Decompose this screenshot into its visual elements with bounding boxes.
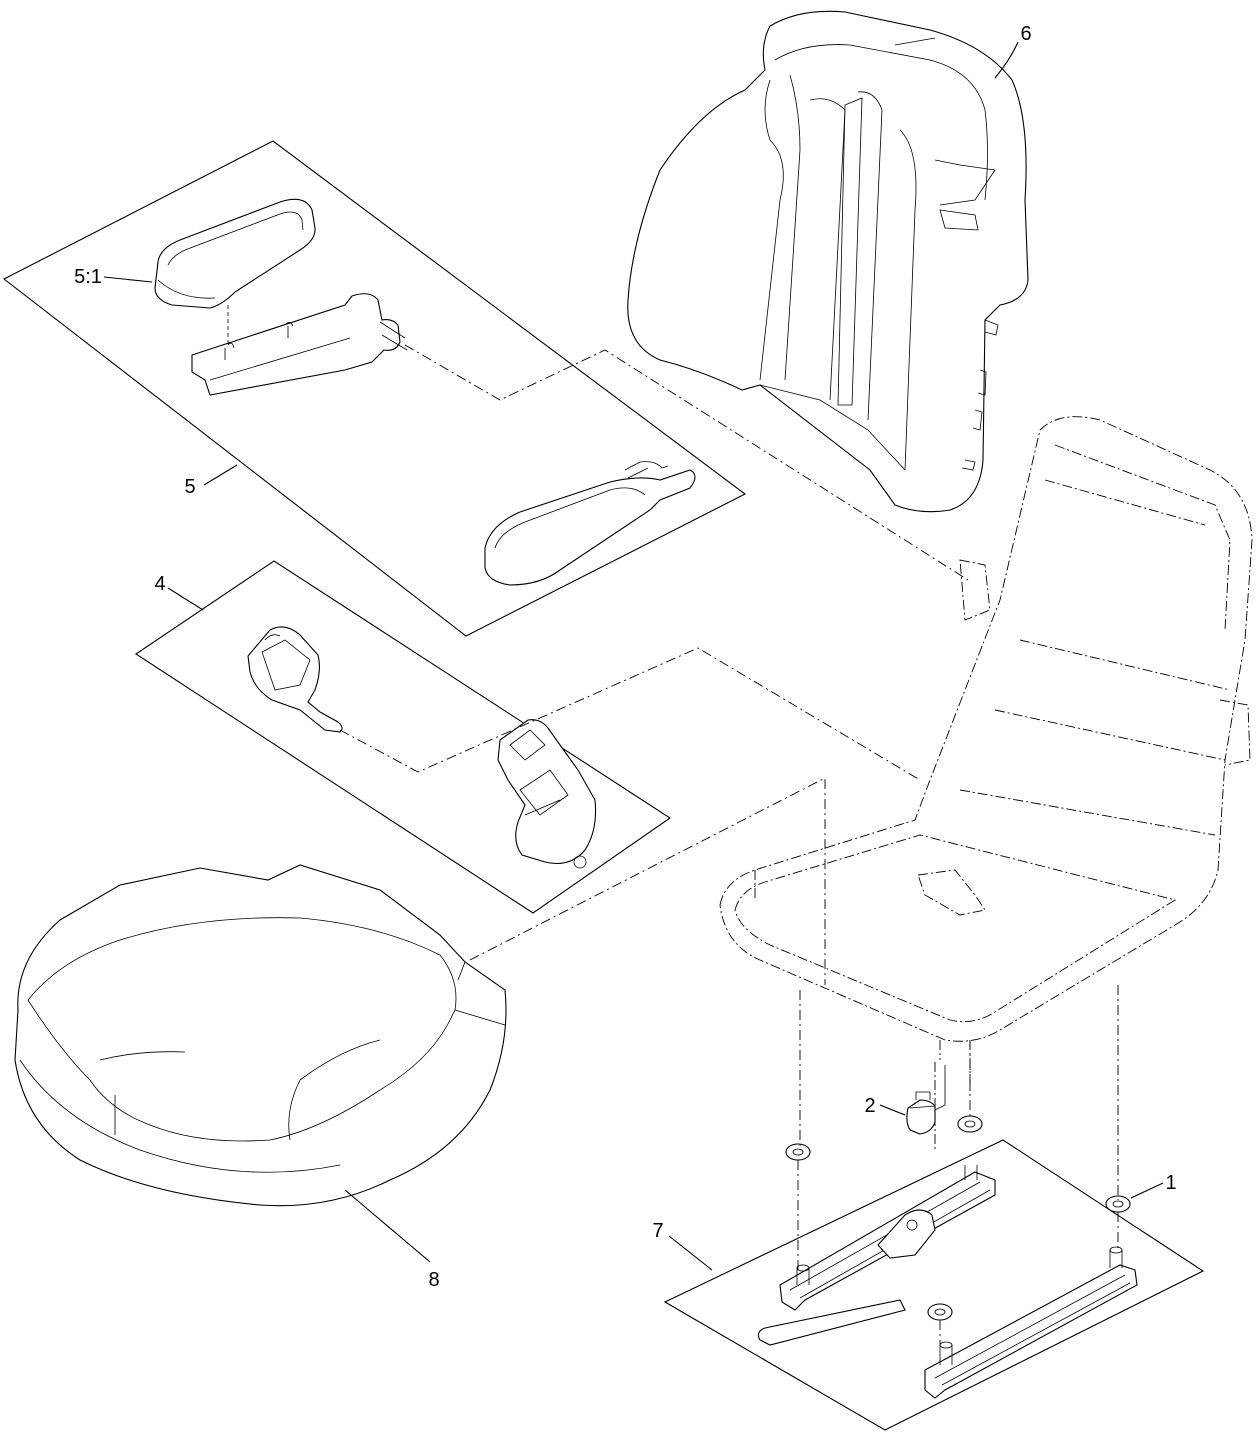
seat-frame-icon	[719, 416, 1253, 1150]
callout-1: 1	[1165, 1172, 1176, 1194]
armrest-bracket-left	[191, 293, 408, 396]
callout-2: 2	[864, 1095, 875, 1117]
armrest-pad-icon	[154, 198, 316, 309]
assembly-lines	[339, 344, 1119, 1345]
callout-7: 7	[652, 1220, 663, 1242]
backrest-cushion-icon	[627, 10, 1029, 513]
callout-4: 4	[154, 573, 165, 595]
seat-belt-buckle-icon	[497, 719, 597, 869]
seat-belt-kit-frame	[135, 560, 671, 914]
callout-6: 6	[1020, 23, 1031, 45]
leader-lines	[103, 41, 1164, 1271]
callout-5: 5	[184, 476, 195, 498]
slide-rail-kit-frame	[663, 1139, 1205, 1431]
armrest-kit-frame	[2, 140, 747, 637]
slide-rail-kit-icon	[757, 1165, 1138, 1399]
callout-5-1: 5:1	[74, 266, 102, 288]
seat-switch-icon	[906, 1065, 946, 1135]
armrest-right-icon	[484, 461, 696, 586]
callout-8: 8	[428, 1269, 439, 1291]
seat-cushion-icon	[14, 864, 507, 1207]
seat-belt-latch-icon	[247, 626, 343, 733]
washer-icon	[785, 1115, 1131, 1321]
